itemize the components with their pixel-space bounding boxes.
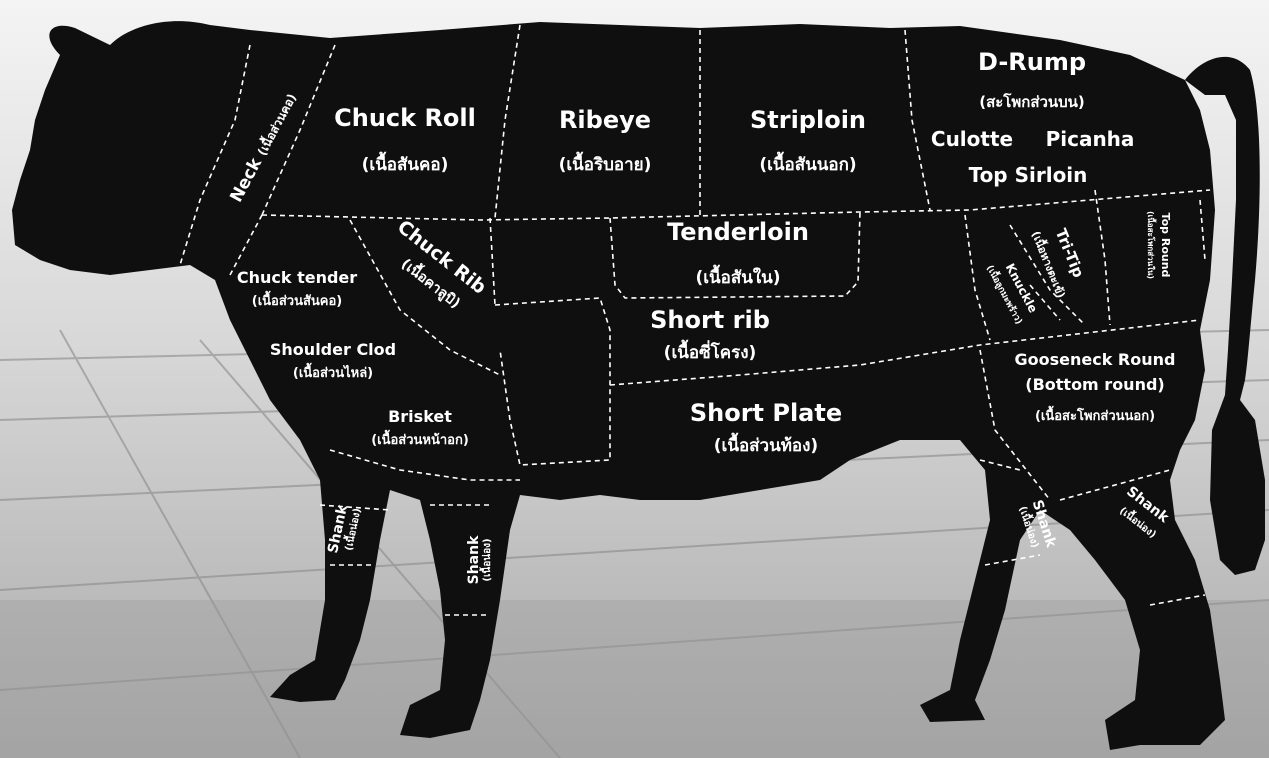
foreground-grass [0,600,1269,758]
short-rib-th-label: (เนื้อซี่โครง) [664,339,757,363]
ribeye-label: Ribeye [559,106,651,134]
ribeye-th-label: (เนื้อริบอาย) [559,151,652,175]
shank-front-right-th-label: (เนื้อน่อง) [479,538,493,581]
top-round-label: Top Round [1159,213,1172,278]
brisket-label: Brisket [388,407,452,426]
chuck-roll-label: Chuck Roll [334,104,476,132]
short-rib-label: Short rib [650,306,770,334]
top-sirloin-label: Top Sirloin [969,163,1088,187]
striploin-label: Striploin [750,106,866,134]
shank-front-right-label: Shank [466,535,482,584]
bottom-round-label: (Bottom round) [1025,375,1164,394]
culotte-label: Culotte [931,127,1013,151]
d-rump-label: D-Rump [978,48,1086,76]
gooseneck-round-label: Gooseneck Round [1015,350,1176,369]
chuck-roll-th-label: (เนื้อสันคอ) [362,151,449,175]
tenderloin-label: Tenderloin [667,218,809,246]
short-plate-th-label: (เนื้อส่วนท้อง) [714,432,818,456]
d-rump-th-label: (สะโพกส่วนบน) [979,92,1085,111]
tenderloin-th-label: (เนื้อสันใน) [695,264,780,288]
shoulder-clod-label: Shoulder Clod [270,340,396,359]
short-plate-label: Short Plate [690,399,842,427]
chuck-tender-label: Chuck tender [237,268,357,287]
picanha-label: Picanha [1046,127,1135,151]
top-round-th-label: (เนื้อสะโพกส่วนใน) [1146,211,1157,279]
striploin-th-label: (เนื้อสันนอก) [759,151,856,175]
